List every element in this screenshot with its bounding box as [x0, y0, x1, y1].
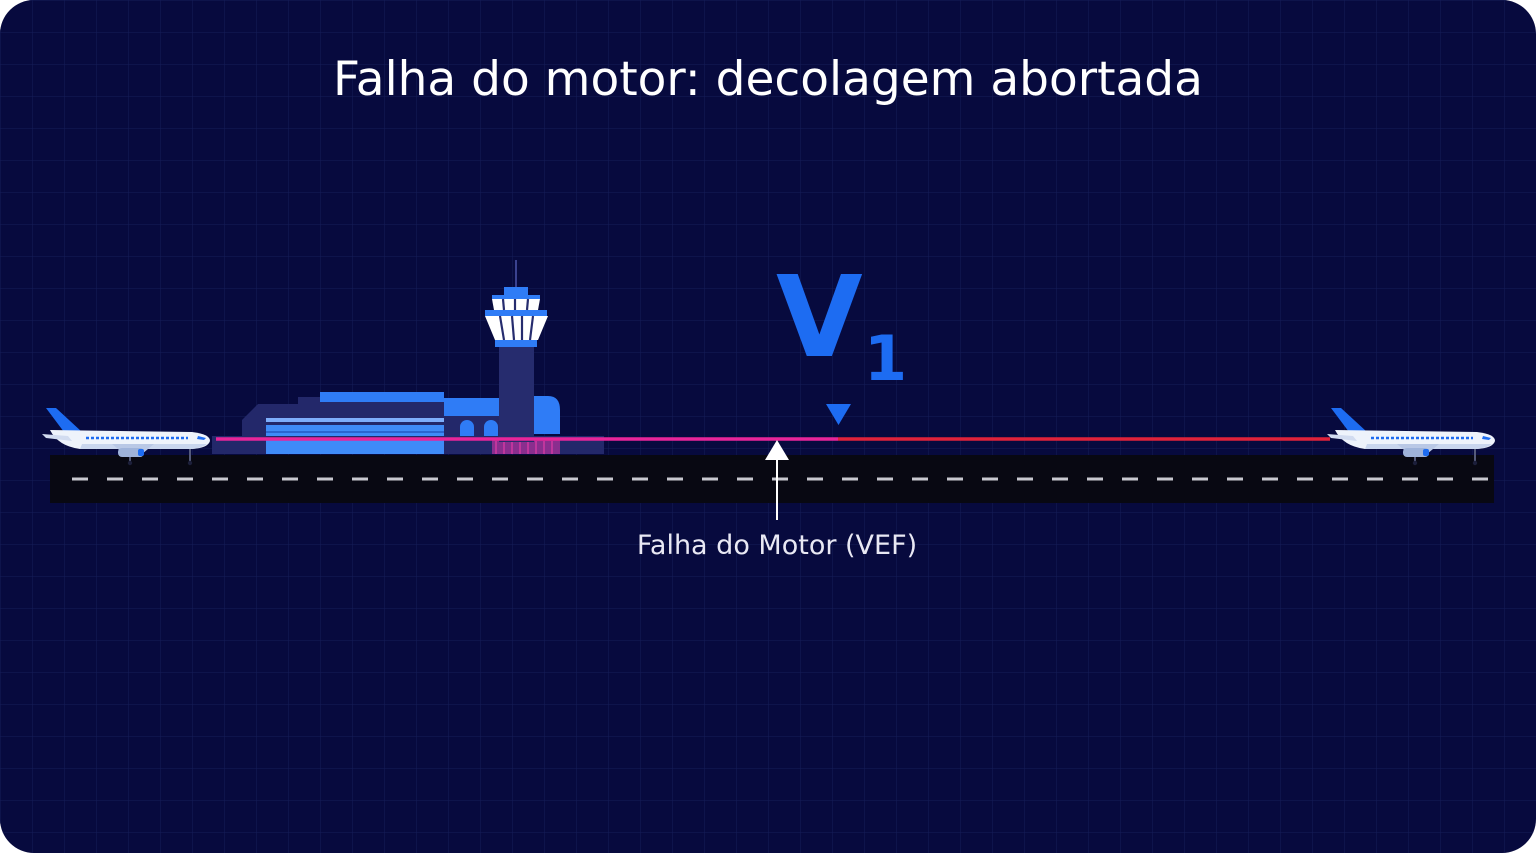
vef-label: Falha do Motor (VEF)	[560, 530, 994, 561]
v1-label-subscript: 1	[864, 328, 907, 390]
diagram-title: Falha do motor: decolagem abortada	[0, 52, 1536, 107]
v1-label: V	[776, 262, 863, 374]
